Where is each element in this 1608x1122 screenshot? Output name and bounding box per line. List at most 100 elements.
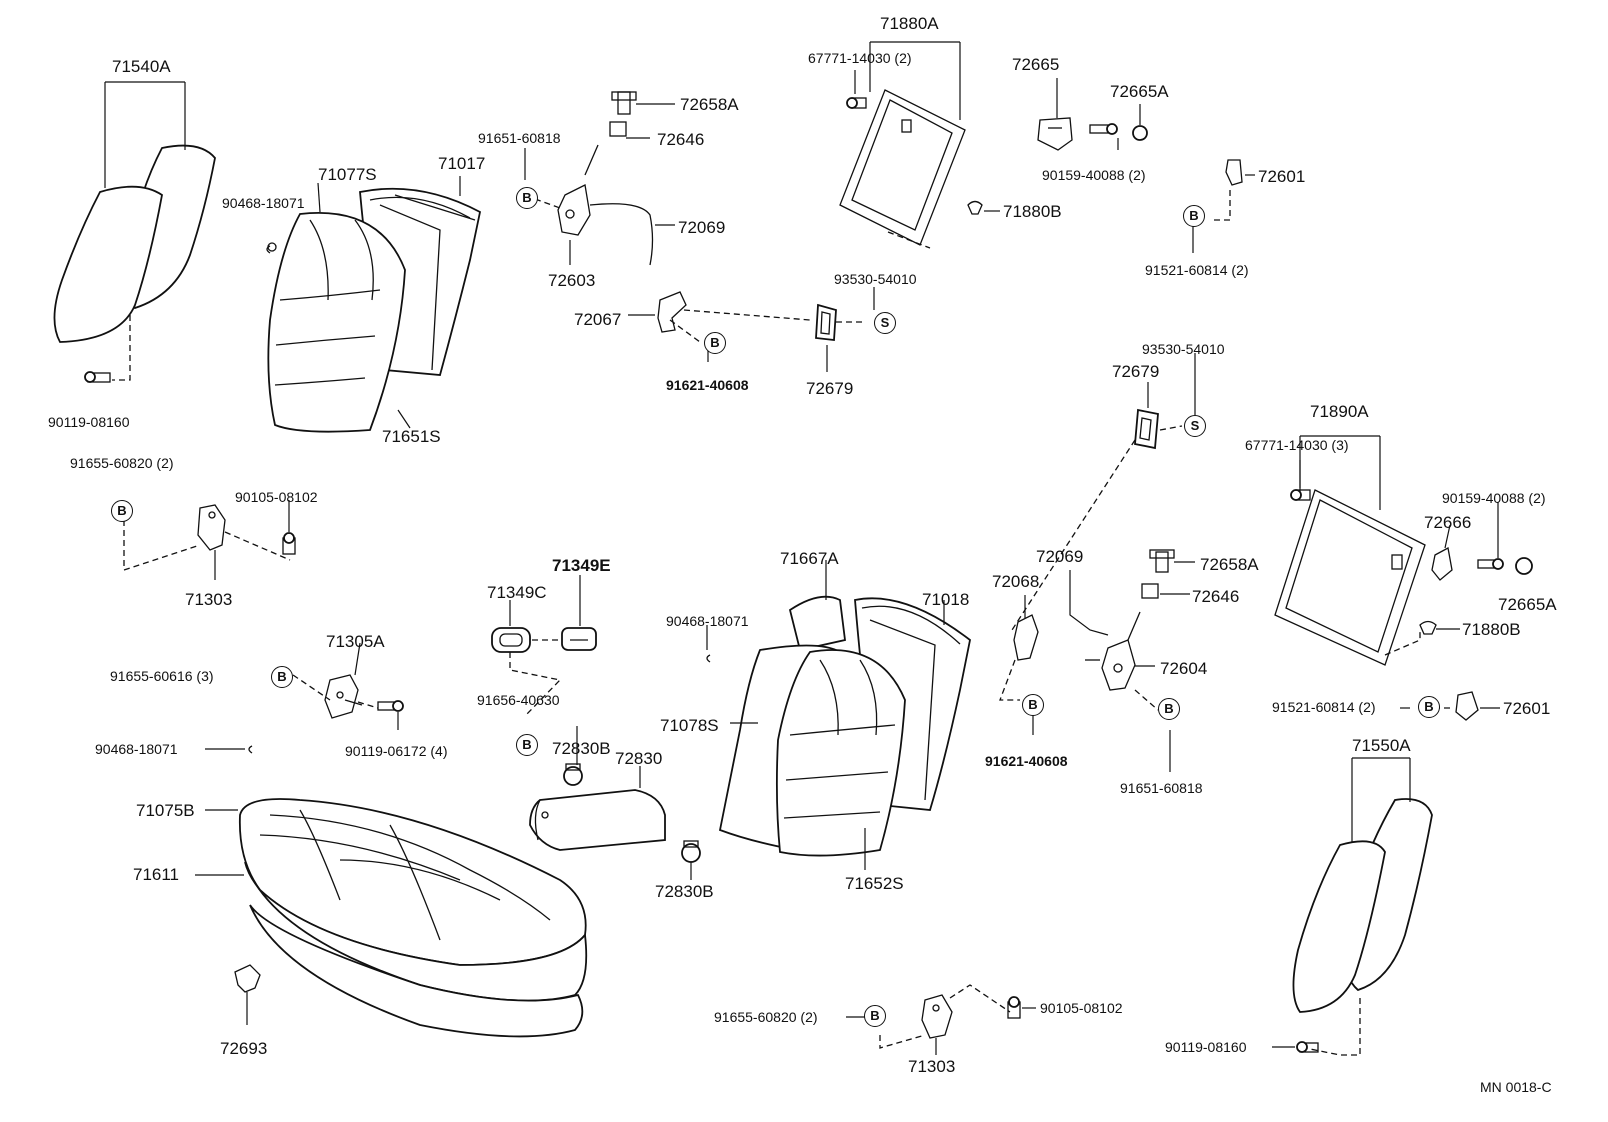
bezel-71349C [491,627,531,653]
hinge-71303-bottom [921,994,953,1039]
screw-marker: S [1184,415,1206,437]
part-label-72069: 72069 [678,218,726,237]
bracket-72067 [657,291,687,333]
bolt-90119-06172 [377,700,404,712]
part-label-72665: 72665 [1012,55,1060,74]
part-label-90119-08160: 90119-08160 [1165,1039,1247,1055]
part-label-71305A: 71305A [326,632,385,651]
part-label-72068: 72068 [992,572,1040,591]
stopper-72830B-top [563,763,583,786]
striker-72601-right [1455,691,1479,721]
part-label-91521-60814: 91521-60814 (2) [1272,699,1376,715]
part-label-71349C: 71349C [487,583,547,602]
bolt-90105-08102-left [282,532,296,555]
armrest-72830 [529,789,666,851]
part-label-91656-40630: 91656-40630 [477,692,560,708]
part-label-72666: 72666 [1424,513,1472,532]
clip-71880B-right [1419,620,1437,635]
part-label-72693: 72693 [220,1039,268,1058]
bolt-marker: B [1418,696,1440,718]
bolt-marker: B [1158,698,1180,720]
bolt-marker: B [271,666,293,688]
diagram-footer-code: MN 0018-C [1480,1079,1552,1095]
clip-67771-14030-right [1290,489,1311,501]
part-label-71890A: 71890A [1310,402,1369,421]
seatback-board-71880A [839,89,966,249]
clip-72693 [234,964,261,993]
bolt-marker: B [1022,694,1044,716]
part-label-71667A: 71667A [780,549,839,568]
part-label-72665A: 72665A [1110,82,1169,101]
clip-72679-right [1134,408,1159,450]
bolt-90105-08102-bottom [1007,996,1021,1019]
part-label-90468-18071: 90468-18071 [222,195,305,211]
part-label-72646: 72646 [1192,587,1240,606]
part-label-72603: 72603 [548,271,596,290]
part-label-71880B: 71880B [1462,620,1521,639]
part-label-90105-08102: 90105-08102 [235,489,318,505]
part-label-90105-08102: 90105-08102 [1040,1000,1123,1016]
hinge-71303-left [197,504,226,551]
part-label-71017: 71017 [438,154,486,173]
hinge-cover-72666 [1431,547,1453,581]
hinge-71305A [324,674,363,719]
part-label-71303: 71303 [908,1057,956,1076]
part-label-72830B: 72830B [655,882,714,901]
bolt-marker: B [1183,205,1205,227]
part-label-91655-60820: 91655-60820 (2) [70,455,174,471]
part-label-91521-60814: 91521-60814 (2) [1145,262,1249,278]
part-label-72679: 72679 [1112,362,1160,381]
part-label-90159-40088: 90159-40088 (2) [1042,167,1146,183]
striker-72601-top [1225,159,1243,186]
bolt-marker: B [516,734,538,756]
part-label-71550A: 71550A [1352,736,1411,755]
part-label-71880B: 71880B [1003,202,1062,221]
part-label-71540A: 71540A [112,57,171,76]
bolt-90119-08160-left [84,371,111,383]
clip-71880B-top [967,200,983,215]
bolt-marker: B [864,1005,886,1027]
cap-72665A-right [1515,557,1533,575]
seatback-left [267,187,482,433]
screw-90159-40088-right [1477,558,1504,570]
part-label-72067: 72067 [574,310,622,329]
part-label-90119-08160: 90119-08160 [48,414,130,430]
part-label-72069: 72069 [1036,547,1084,566]
part-label-91655-60616: 91655-60616 (3) [110,668,214,684]
part-label-71078S: 71078S [660,716,719,735]
part-label-91655-60820: 91655-60820 (2) [714,1009,818,1025]
hinge-cover-72665 [1037,117,1073,151]
clip-72679-top [815,303,837,341]
knob-71349E [561,627,597,651]
seatback-side-cover-left [53,144,216,343]
part-label-90468-18071: 90468-18071 [95,741,178,757]
part-label-71077S: 71077S [318,165,377,184]
part-label-72830B: 72830B [552,739,611,758]
part-label-91621-40608: 91621-40608 [666,377,749,393]
part-label-72604: 72604 [1160,659,1208,678]
part-label-72658A: 72658A [1200,555,1259,574]
bolt-90119-08160-right [1296,1041,1319,1053]
part-label-71018: 71018 [922,590,970,609]
part-label-72601: 72601 [1258,167,1306,186]
part-label-72830: 72830 [615,749,663,768]
clip-67771-14030 [846,97,867,109]
part-label-71651S: 71651S [382,427,441,446]
screw-marker: S [874,312,896,334]
part-label-71075B: 71075B [136,801,195,820]
part-label-71880A: 71880A [880,14,939,33]
part-label-90468-18071: 90468-18071 [666,613,749,629]
part-label-72658A: 72658A [680,95,739,114]
latch-assy-72603 [557,144,654,266]
part-label-90159-40088: 90159-40088 (2) [1442,490,1546,506]
part-label-91621-40608: 91621-40608 [985,753,1068,769]
seatback-center [718,595,971,857]
part-label-72665A: 72665A [1498,595,1557,614]
part-label-71303: 71303 [185,590,233,609]
bolt-marker: B [704,332,726,354]
part-label-93530-54010: 93530-54010 [1142,341,1225,357]
part-label-91651-60818: 91651-60818 [478,130,561,146]
part-label-72679: 72679 [806,379,854,398]
